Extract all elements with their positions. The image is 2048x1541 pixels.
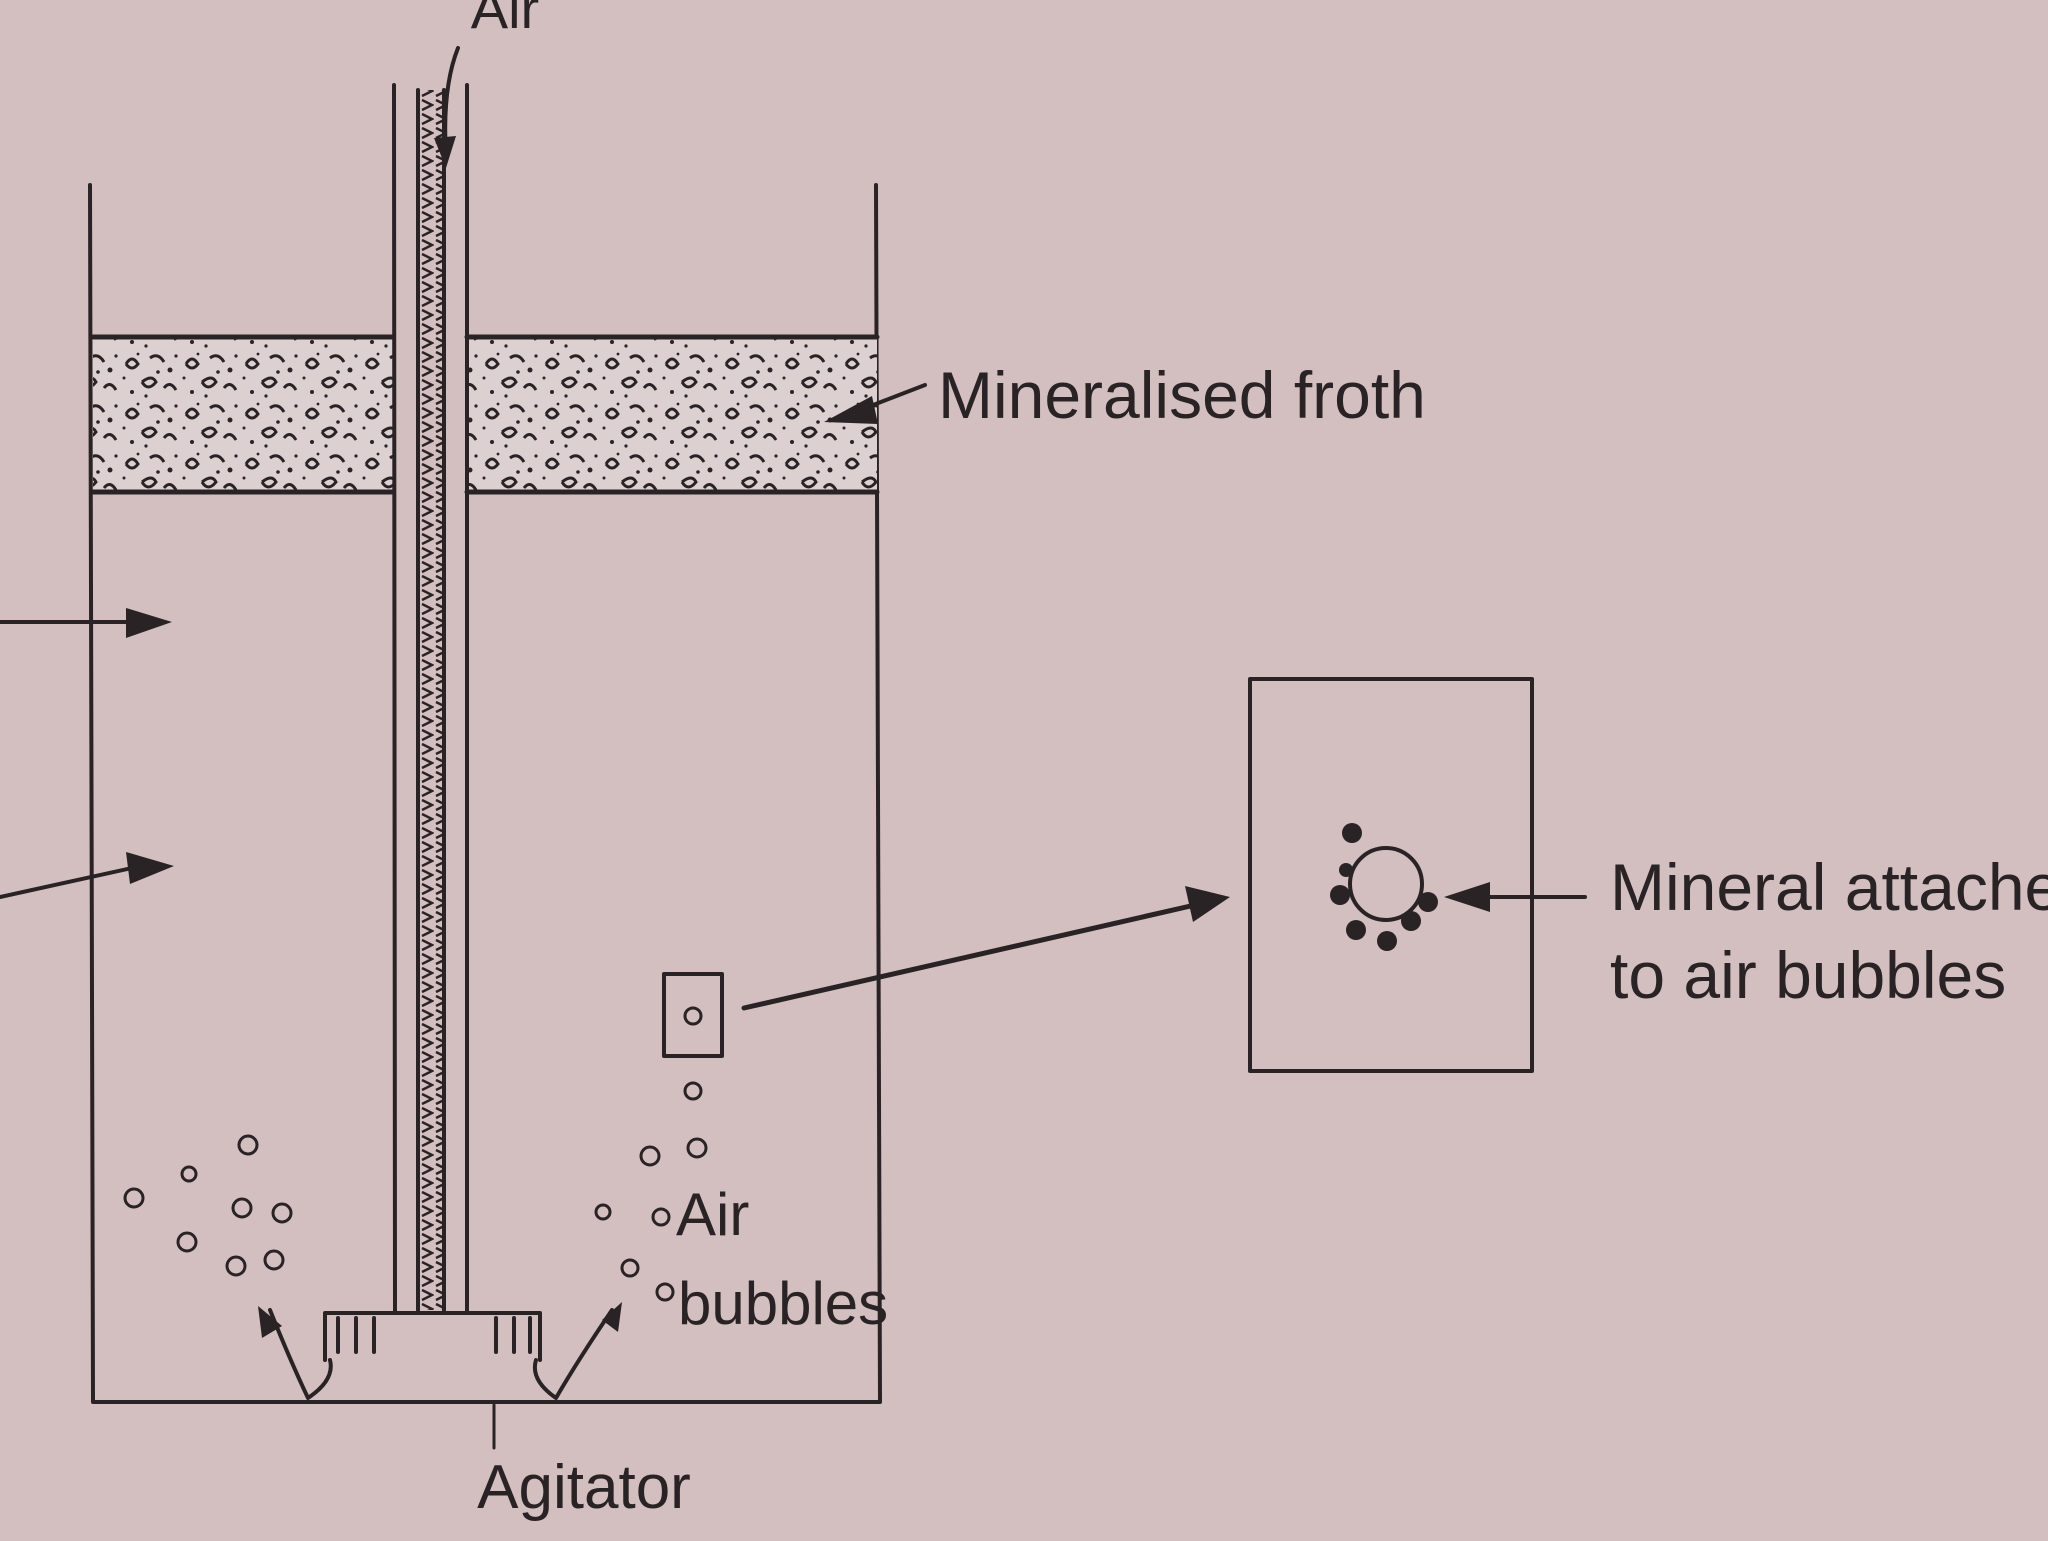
- sample-box: [662, 972, 724, 1058]
- mineral-pointer: [1444, 882, 1587, 912]
- air-top-label: Air: [471, 0, 539, 40]
- mineral-label-line1: Mineral attaches: [1610, 850, 2048, 924]
- air-bubbles-right: [594, 1081, 708, 1302]
- agitator-impeller: [258, 1302, 622, 1450]
- froth-pointer: [824, 383, 927, 424]
- tank: [88, 183, 882, 1404]
- agitator-label: Agitator: [477, 1453, 691, 1522]
- agitator-shaft: [392, 46, 469, 1314]
- mineral-label-line2: to air bubbles: [1610, 938, 2006, 1012]
- feed-arrows: [0, 608, 174, 899]
- air-bubbles-label-line1: Air: [676, 1181, 749, 1248]
- air-bubbles-label-line2: bubbles: [678, 1270, 888, 1337]
- froth-layer: [90, 334, 880, 495]
- detail-box: [1248, 677, 1534, 1073]
- froth-label: Mineralised froth: [938, 358, 1426, 432]
- air-bubbles-left: [123, 1134, 293, 1277]
- magnify-arrow: [741, 886, 1230, 1011]
